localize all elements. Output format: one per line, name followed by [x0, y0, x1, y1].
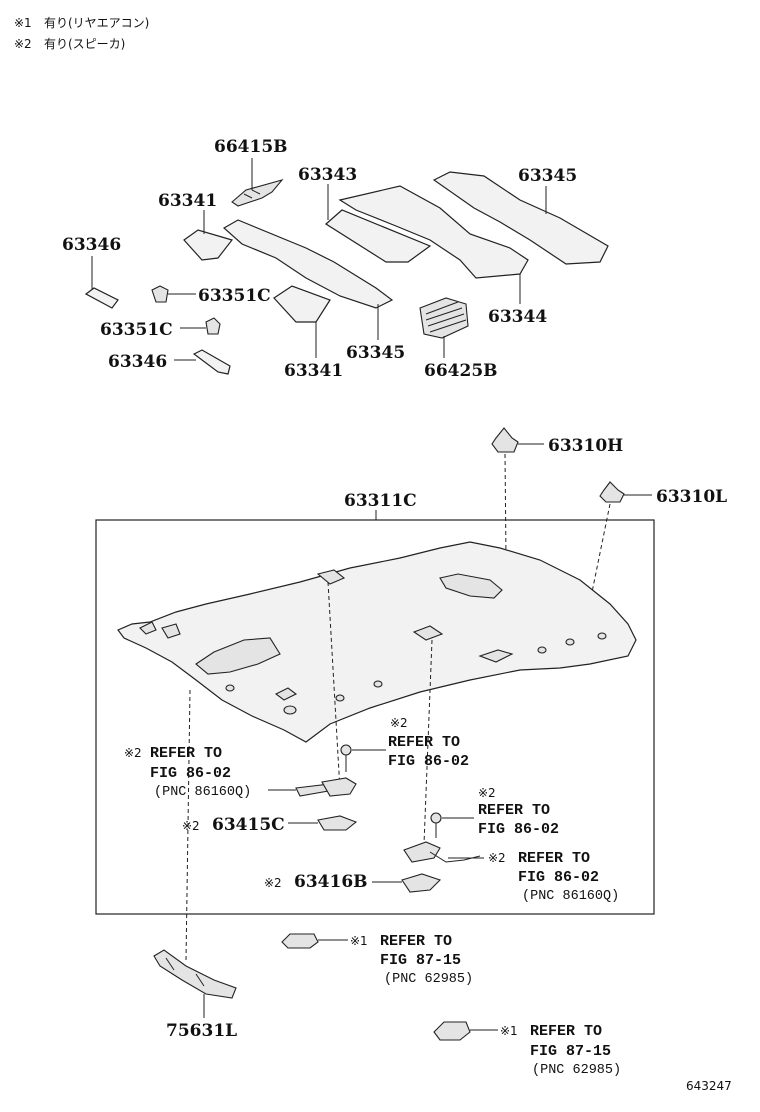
headliner-63311C-shape — [117, 541, 637, 743]
note-1-mark: ※1 — [14, 16, 32, 30]
mark-2-ref-4: ※2 — [488, 851, 506, 865]
refer-6-fig: FIG 87-15 — [530, 1043, 611, 1060]
dashed-guide-63310H — [504, 453, 507, 559]
label-63346-bottom: 63346 — [108, 352, 167, 372]
label-63345-bottom: 63345 — [346, 343, 405, 363]
dashed-guide-63310L — [589, 503, 611, 603]
part-63341-bottom-shape — [273, 285, 331, 323]
mark-2-ref-2: ※2 — [390, 716, 408, 730]
mark-2-ref-1: ※2 — [124, 746, 142, 760]
label-63345-top: 63345 — [518, 166, 577, 186]
label-63341-top: 63341 — [158, 191, 217, 211]
note-2-mark: ※2 — [14, 37, 32, 51]
headliner-frame — [95, 519, 655, 915]
part-63341-top-shape — [183, 229, 234, 261]
mark-1-ref-5: ※1 — [350, 934, 368, 948]
mark-2-63415C: ※2 — [182, 819, 200, 833]
part-75631L-shape — [153, 949, 237, 999]
label-75631L: 75631L — [166, 1021, 237, 1041]
refer-6-text: REFER TO — [530, 1023, 602, 1040]
legend-note-2: ※2 有り(スピーカ) — [14, 37, 125, 51]
refer-3-text: REFER TO — [478, 802, 550, 819]
speaker-harness-2-shape — [403, 841, 481, 863]
refer-5-text: REFER TO — [380, 933, 452, 950]
label-63310L: 63310L — [656, 487, 727, 507]
legend-note-1: ※1 有り(リヤエアコン) — [14, 16, 149, 30]
label-63346-top: 63346 — [62, 235, 121, 255]
dashed-guide-75631L — [185, 689, 191, 961]
refer-5-pnc: (PNC 62985) — [384, 972, 473, 987]
refer-3-fig: FIG 86-02 — [478, 821, 559, 838]
part-66425B-shape — [419, 297, 469, 339]
part-63351C-right-shape — [151, 285, 169, 303]
speaker-harness-1-shape — [295, 777, 357, 797]
refer-2-text: REFER TO — [388, 734, 460, 751]
part-63343-shape — [325, 209, 432, 263]
label-63415C: 63415C — [212, 815, 285, 835]
part-63416B-shape — [401, 873, 442, 893]
refer-1-text: REFER TO — [150, 745, 222, 762]
note-1-text: 有り(リヤエアコン) — [44, 16, 149, 30]
refer-5-fig: FIG 87-15 — [380, 952, 461, 969]
screw-2-icon — [430, 812, 442, 838]
refer-1-pnc: (PNC 86160Q) — [154, 785, 251, 800]
dashed-guide-63416B — [423, 639, 433, 845]
catalog-number: 643247 — [686, 1079, 732, 1093]
clip-63310H-shape — [491, 427, 519, 453]
part-63346-top-shape — [84, 287, 119, 309]
clip-63310L-shape — [599, 481, 625, 503]
label-63311C: 63311C — [344, 491, 417, 511]
mark-1-ref-6: ※1 — [500, 1024, 518, 1038]
mark-2-63416B: ※2 — [264, 876, 282, 890]
refer-4-text: REFER TO — [518, 850, 590, 867]
refer-2-fig: FIG 86-02 — [388, 753, 469, 770]
label-63351C-right: 63351C — [198, 286, 271, 306]
part-63345-top-shape — [432, 171, 609, 265]
label-66415B: 66415B — [214, 137, 288, 157]
mark-2-ref-3: ※2 — [478, 786, 496, 800]
label-63341-bottom: 63341 — [284, 361, 343, 381]
label-63344: 63344 — [488, 307, 547, 327]
label-63416B: 63416B — [294, 872, 368, 892]
screw-1-icon — [340, 744, 352, 772]
part-63345-bottom-shape — [222, 219, 394, 309]
label-63351C-left: 63351C — [100, 320, 173, 340]
part-66415B-shape — [231, 178, 284, 207]
refer-1-fig: FIG 86-02 — [150, 765, 231, 782]
part-63346-bottom-shape — [192, 349, 231, 375]
refer-6-pnc: (PNC 62985) — [532, 1063, 621, 1078]
rear-ac-part-1-shape — [281, 933, 319, 949]
part-63415C-shape — [317, 815, 358, 831]
label-63343: 63343 — [298, 165, 357, 185]
label-66425B: 66425B — [424, 361, 498, 381]
refer-4-fig: FIG 86-02 — [518, 869, 599, 886]
rear-ac-part-2-shape — [433, 1021, 471, 1041]
part-63351C-left-shape — [205, 317, 221, 335]
label-63310H: 63310H — [548, 436, 623, 456]
refer-4-pnc: (PNC 86160Q) — [522, 889, 619, 904]
note-2-text: 有り(スピーカ) — [44, 37, 125, 51]
